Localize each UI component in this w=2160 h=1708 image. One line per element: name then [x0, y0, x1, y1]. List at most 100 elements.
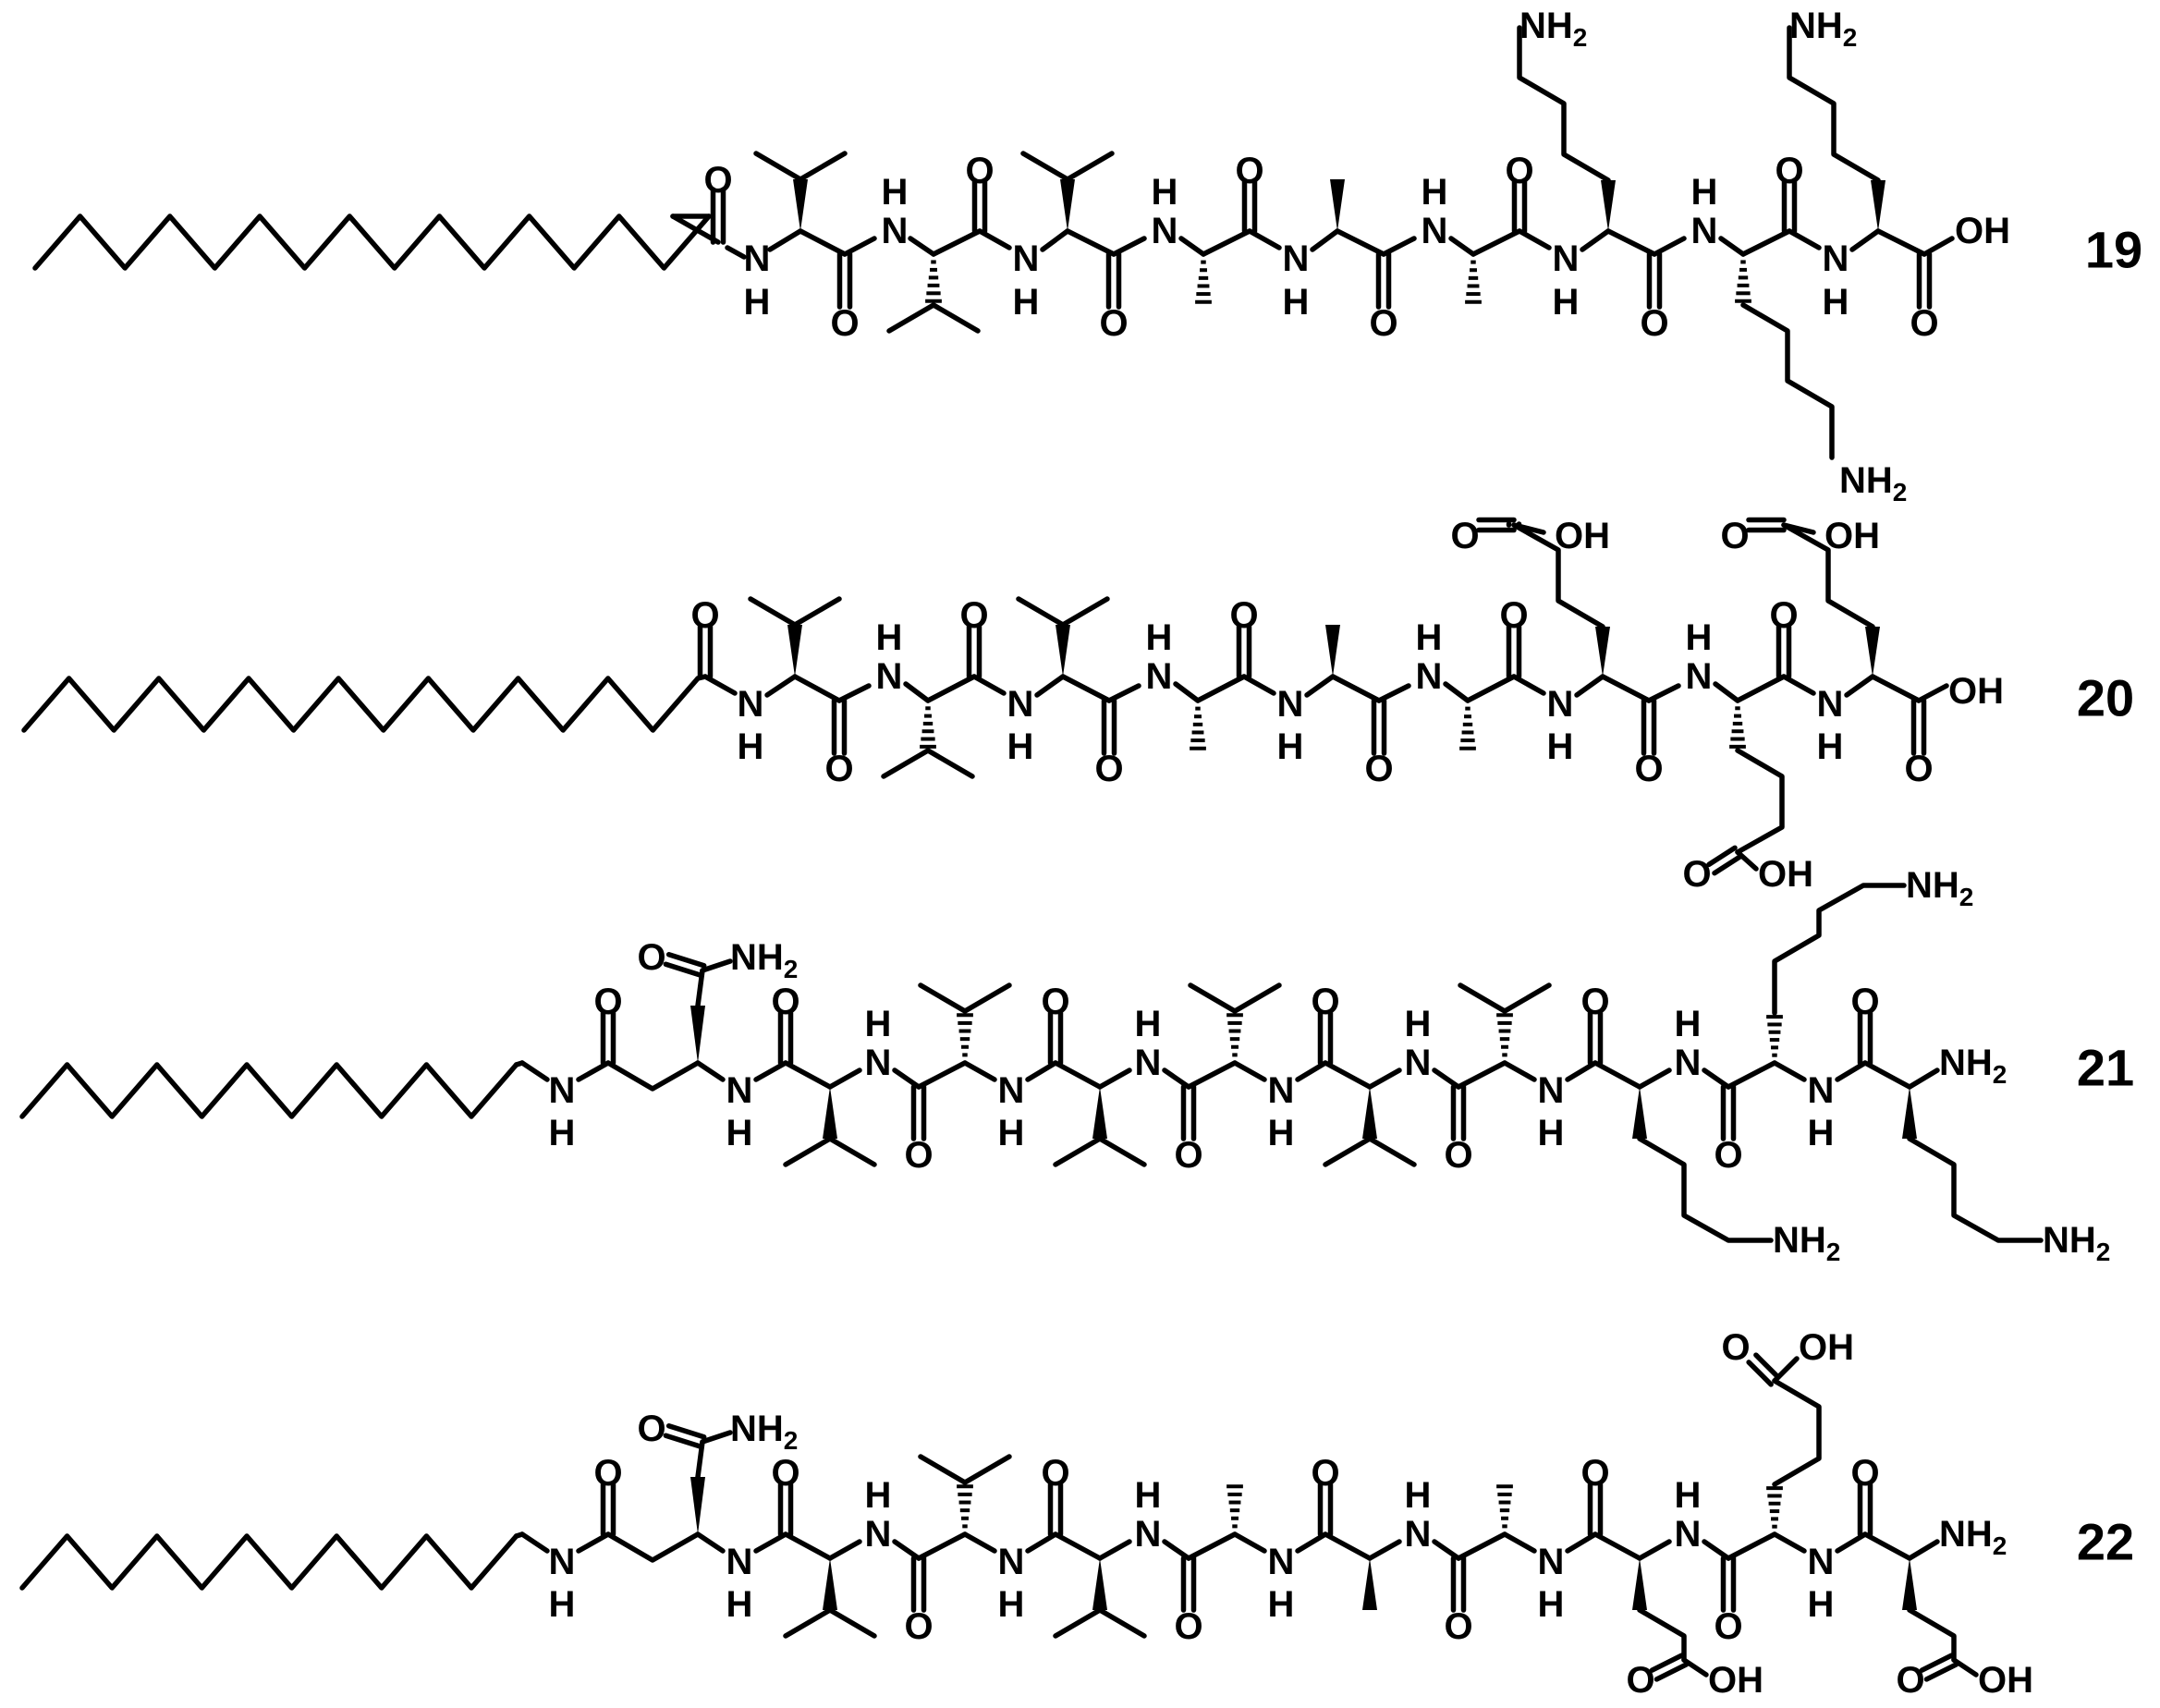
asparagine-backbone: [605, 1060, 701, 1092]
carbonyl-bond: [1654, 1662, 1690, 1682]
oxygen-label: O: [1235, 151, 1263, 191]
lysine-side-chain: [1907, 1136, 2044, 1243]
bond: [1726, 1531, 1777, 1561]
bond: [1593, 1060, 1642, 1090]
nitrogen-label: N: [1277, 684, 1304, 725]
hydrogen-label: H: [1135, 1475, 1162, 1516]
bond: [1186, 1531, 1238, 1561]
oxygen-label: O: [959, 595, 988, 636]
bond: [783, 1531, 833, 1561]
bond: [1600, 674, 1652, 703]
nitrogen-label: N: [549, 1542, 576, 1582]
bond: [1702, 1539, 1731, 1561]
palmitoyl-chain: [32, 214, 712, 271]
isopropyl-methyl: [1060, 596, 1110, 628]
bond: [1862, 1531, 1912, 1561]
nitrogen-label: N: [1013, 238, 1040, 279]
compound-number: 20: [2077, 669, 2134, 727]
nitrogen-label: N: [865, 1514, 892, 1555]
hydroxyl-label: OH: [1799, 1327, 1854, 1368]
hydroxyl-label: OH: [1955, 211, 2010, 251]
carbonyl-bond: [665, 952, 707, 969]
bond: [1844, 674, 1875, 698]
hydrogen-label: H: [1538, 1584, 1565, 1625]
oxygen-label: O: [637, 937, 665, 978]
oxygen-label: O: [1714, 1606, 1742, 1647]
hashed-wedge-bond: [957, 1013, 973, 1057]
nitrogen-label: N: [1135, 1043, 1162, 1083]
hashed-wedge-bond: [1195, 260, 1212, 304]
bond: [1465, 674, 1517, 703]
isopropyl-methyl: [1323, 1136, 1373, 1167]
bond: [1456, 1060, 1507, 1090]
nitrogen-label: N: [865, 1043, 892, 1083]
bond: [767, 228, 803, 252]
hydrogen-label: H: [998, 1113, 1025, 1153]
bond: [1040, 228, 1070, 252]
amine-label: NH2: [1789, 6, 1857, 52]
oxygen-label: O: [1910, 303, 1938, 344]
oxygen-label: O: [904, 1606, 933, 1647]
bond: [1835, 1531, 1868, 1554]
bond: [925, 674, 977, 703]
nitrogen-label: N: [726, 1070, 753, 1111]
oxygen-label: O: [1640, 303, 1668, 344]
bond: [1511, 522, 1546, 535]
nitrogen-label: N: [726, 1542, 753, 1582]
nitrogen-label: N: [1268, 1070, 1295, 1111]
oxygen-label: O: [1769, 595, 1798, 636]
hydrogen-label: H: [1268, 1584, 1295, 1625]
wedge-bond: [787, 625, 802, 677]
bond: [1740, 228, 1792, 257]
hydrogen-label: H: [549, 1584, 576, 1625]
hydrogen-label: H: [1553, 282, 1580, 323]
carbonyl-bond: [665, 1423, 707, 1440]
bond: [753, 1060, 788, 1082]
wedge-bond: [1601, 180, 1616, 231]
bond: [836, 683, 872, 703]
bond: [1053, 1531, 1103, 1561]
bond: [1772, 1356, 1800, 1384]
bond: [962, 1060, 997, 1082]
hydrogen-label: H: [998, 1584, 1025, 1625]
hydrogen-label: H: [1416, 617, 1443, 658]
wedge-bond: [1595, 627, 1610, 677]
hydrogen-label: H: [1013, 282, 1040, 323]
wedge-bond: [1092, 1087, 1107, 1139]
oxygen-label: O: [1229, 595, 1258, 636]
oxygen-label: O: [1580, 982, 1609, 1022]
bond: [1787, 228, 1822, 250]
wedge-bond: [823, 1087, 837, 1139]
wedge-bond: [1362, 1558, 1377, 1610]
bond: [1106, 683, 1141, 703]
bond: [1646, 683, 1681, 703]
hydrogen-label: H: [882, 172, 909, 213]
bond: [1951, 1657, 1979, 1678]
hydrogen-label: H: [1007, 726, 1034, 767]
hydrogen-label: H: [1405, 1004, 1432, 1044]
isopropyl-methyl: [918, 1454, 968, 1485]
oxygen-label: O: [1896, 1660, 1924, 1701]
bond: [1574, 674, 1605, 698]
bond: [1907, 1539, 1940, 1561]
bond: [1652, 236, 1687, 257]
hydrogen-label: H: [1808, 1584, 1835, 1625]
hashed-wedge-bond: [925, 260, 942, 303]
bond: [1681, 1657, 1709, 1678]
glutamate-side-chain: [1735, 748, 1785, 855]
oxygen-label: O: [1682, 854, 1711, 895]
hydrogen-label: H: [1422, 172, 1448, 213]
bond: [1772, 1531, 1807, 1554]
hydrogen-label: H: [1135, 1004, 1162, 1044]
bond: [1376, 683, 1411, 703]
nitrogen-label: N: [1808, 1542, 1835, 1582]
carbonyl-bond: [1706, 845, 1738, 868]
nitrogen-label: N: [1675, 1043, 1702, 1083]
nitrogen-label: N: [549, 1070, 576, 1111]
hashed-wedge-bond: [920, 706, 936, 749]
nitrogen-label: N: [1422, 211, 1448, 251]
bond: [1432, 1539, 1461, 1561]
bond: [1471, 228, 1522, 257]
nitrogen-label: N: [1686, 656, 1713, 697]
nitrogen-label: N: [882, 211, 909, 251]
